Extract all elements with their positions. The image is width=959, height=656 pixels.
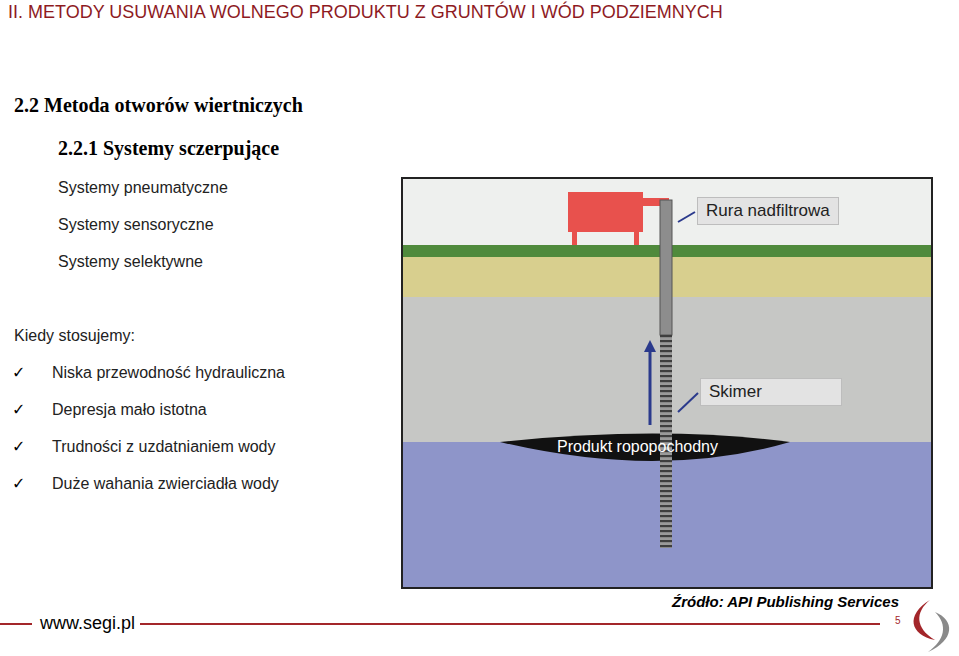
website: www.segi.pl <box>40 613 135 634</box>
flow-arrow <box>649 350 652 425</box>
subsection-heading: 2.2.1 Systemy sczerpujące <box>58 137 279 160</box>
pump <box>568 192 643 232</box>
list-item: Systemy pneumatyczne <box>58 179 228 197</box>
check-item: Depresja mało istotna <box>52 401 207 419</box>
leader-line <box>678 212 695 222</box>
label-box: Skimer <box>700 378 842 406</box>
check-mark: ✓ <box>12 400 25 419</box>
box-label: Rura nadfiltrowa <box>706 201 830 220</box>
check-mark: ✓ <box>12 363 25 382</box>
label-box: Rura nadfiltrowa <box>697 197 839 225</box>
pump-leg <box>572 232 577 245</box>
check-mark: ✓ <box>12 437 25 456</box>
footer-rule <box>140 623 880 625</box>
page-number: 5 <box>895 615 901 626</box>
frame <box>402 178 932 588</box>
logo <box>928 612 949 652</box>
check-item: Trudności z uzdatnianiem wody <box>52 438 276 456</box>
product-label: Produkt ropopochodny <box>557 438 718 456</box>
logo <box>914 600 935 640</box>
subheading: Kiedy stosujemy: <box>14 327 135 345</box>
section-heading: 2.2 Metoda otworów wiertniczych <box>14 94 303 117</box>
list-item: Systemy selektywne <box>58 253 203 271</box>
box-label: Skimer <box>709 382 762 401</box>
leader-line <box>678 393 698 412</box>
pump-leg <box>634 232 639 245</box>
source-note: Źródło: API Publishing Services <box>672 593 899 610</box>
check-mark: ✓ <box>12 474 25 493</box>
flow-arrowhead <box>644 340 656 352</box>
slide-title: II. METODY USUWANIA WOLNEGO PRODUKTU Z G… <box>8 2 723 23</box>
footer-rule <box>0 623 32 625</box>
casing <box>660 200 672 335</box>
check-item: Duże wahania zwierciadła wody <box>52 475 279 493</box>
check-item: Niska przewodność hydrauliczna <box>52 364 285 382</box>
list-item: Systemy sensoryczne <box>58 216 214 234</box>
product-lens <box>500 434 790 462</box>
